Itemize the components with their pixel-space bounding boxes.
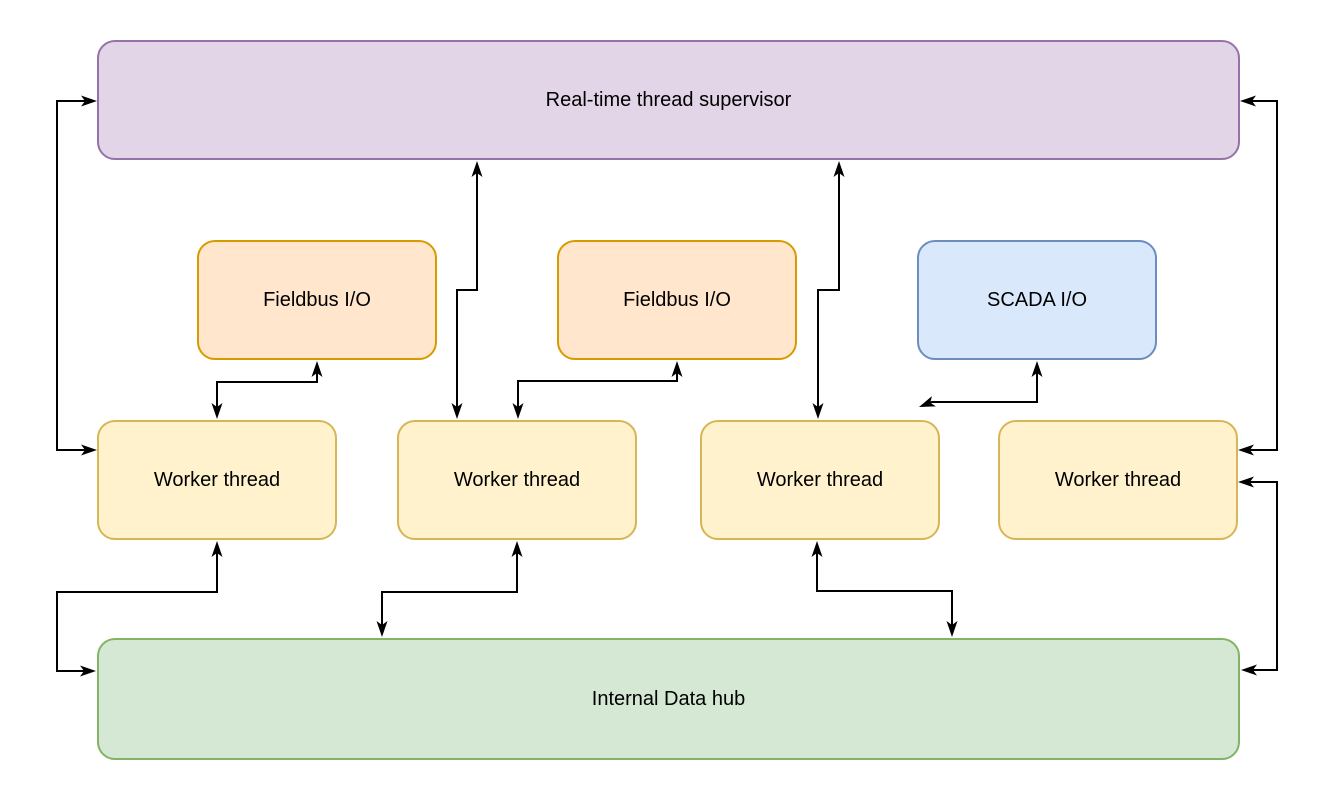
scada-worker3-link-arrowhead: [919, 396, 936, 407]
worker2-datahub-link: [381, 552, 518, 626]
worker4-datahub-link: [1249, 481, 1278, 671]
node-worker-thread-2: Worker thread: [397, 420, 637, 540]
node-label: Fieldbus I/O: [263, 289, 371, 311]
supervisor-worker4-link-arrowhead: [1238, 444, 1254, 456]
worker1-datahub-link-arrowhead: [80, 665, 96, 677]
supervisor-worker4-link-arrowhead: [1240, 95, 1256, 107]
worker2-datahub-link-arrowhead: [511, 541, 523, 557]
worker3-datahub-link-arrowhead: [811, 541, 823, 557]
node-worker-thread-4: Worker thread: [998, 420, 1238, 540]
worker2-datahub-link-arrowhead: [376, 621, 388, 637]
fieldbus2-worker2-link-arrowhead: [671, 361, 683, 377]
node-label: Real-time thread supervisor: [545, 89, 792, 111]
node-label: SCADA I/O: [986, 289, 1088, 311]
worker4-datahub-link-arrowhead: [1241, 664, 1257, 676]
supervisor-worker1-link-arrowhead: [81, 95, 97, 107]
node-scada-io: SCADA I/O: [917, 240, 1157, 360]
worker1-datahub-link-arrowhead: [211, 541, 223, 557]
supervisor-worker4-link: [1249, 100, 1278, 451]
supervisor-worker2-link: [456, 172, 478, 408]
fieldbus1-worker1-link-arrowhead: [211, 403, 223, 419]
node-label: Fieldbus I/O: [623, 289, 731, 311]
node-label: Worker thread: [153, 469, 281, 491]
supervisor-worker1-link: [56, 100, 86, 451]
node-fieldbus-io-2: Fieldbus I/O: [557, 240, 797, 360]
worker4-datahub-link-arrowhead: [1238, 476, 1254, 488]
supervisor-worker2-link-arrowhead: [471, 161, 483, 177]
node-real-time-thread-supervisor: Real-time thread supervisor: [97, 40, 1240, 160]
worker3-datahub-link-arrowhead: [946, 621, 958, 637]
supervisor-worker1-link-arrowhead: [81, 444, 97, 456]
fieldbus2-worker2-link-arrowhead: [512, 403, 524, 419]
node-label: Worker thread: [453, 469, 581, 491]
node-label: Internal Data hub: [591, 688, 746, 710]
node-label: Worker thread: [756, 469, 884, 491]
fieldbus2-worker2-link: [517, 372, 678, 408]
supervisor-worker3-link-arrowhead: [812, 403, 824, 419]
supervisor-worker3-link-arrowhead: [833, 161, 845, 177]
worker3-datahub-link: [816, 552, 953, 626]
fieldbus1-worker1-link-arrowhead: [311, 361, 323, 377]
scada-worker3-link-arrowhead: [1031, 361, 1043, 377]
node-worker-thread-3: Worker thread: [700, 420, 940, 540]
node-fieldbus-io-1: Fieldbus I/O: [197, 240, 437, 360]
node-label: Worker thread: [1054, 469, 1182, 491]
scada-worker3-link: [928, 372, 1038, 404]
fieldbus1-worker1-link: [216, 372, 318, 408]
node-internal-data-hub: Internal Data hub: [97, 638, 1240, 760]
node-worker-thread-1: Worker thread: [97, 420, 337, 540]
supervisor-worker3-link: [817, 172, 840, 408]
supervisor-worker2-link-arrowhead: [451, 403, 463, 419]
